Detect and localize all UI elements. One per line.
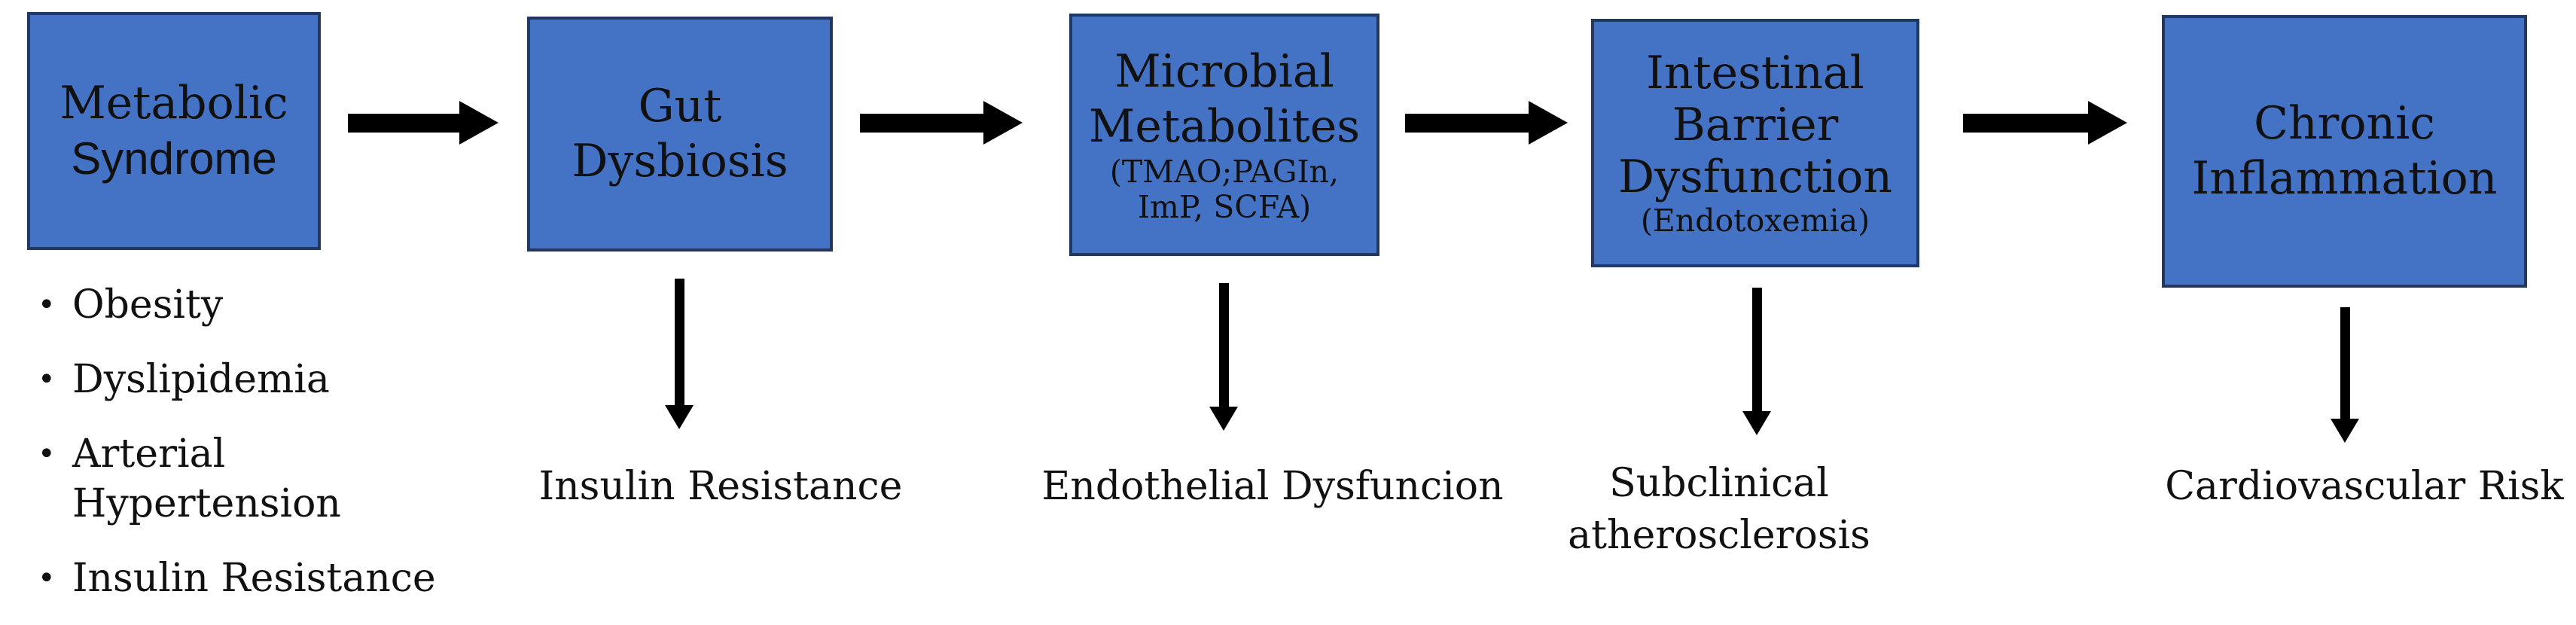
arrow-shaft (1751, 288, 1762, 411)
arrow-shaft (1405, 113, 1529, 133)
arrow-head (459, 101, 498, 145)
list-item: • Insulin Resistance (38, 553, 459, 603)
node-gut-dysbiosis: Gut Dysbiosis (527, 17, 833, 252)
node-title-line: Inflammation (2191, 152, 2498, 205)
list-item: • Dyslipidemia (38, 355, 459, 404)
node-title-line: Intestinal (1646, 46, 1864, 99)
node-metabolic-syndrome: Metabolic Syndrome (27, 12, 321, 250)
arrow-shaft (348, 113, 459, 133)
list-item: • Obesity (38, 280, 459, 330)
node-subtitle-line: ImP, SCFA) (1137, 189, 1312, 226)
arrow-head (2088, 101, 2127, 145)
node-intestinal-barrier-dysfunction: Intestinal Barrier Dysfunction (Endotoxe… (1591, 19, 1919, 267)
node-subtitle-line: (TMAO;PAGIn, (1109, 154, 1340, 191)
arrow-right-icon-4 (1963, 100, 2127, 145)
arrow-head (2331, 419, 2359, 443)
outcome-text: Subclinical (1609, 461, 1829, 506)
risk-factor-list: • Obesity • Dyslipidemia • Arterial Hype… (38, 280, 459, 625)
outcome-text: Cardiovascular Risk (2165, 464, 2564, 509)
arrow-down-icon-4 (2331, 307, 2359, 443)
outcome-label-endothelial-dysfunction: Endothelial Dysfuncion (1041, 461, 1503, 513)
outcome-text: Endothelial Dysfuncion (1041, 464, 1504, 509)
bullet-icon: • (38, 362, 56, 397)
list-item-label: Obesity (72, 282, 224, 328)
node-title-line: Barrier (1672, 98, 1839, 151)
outcome-label-subclinical-atherosclerosis: Subclinical atherosclerosis (1568, 458, 1870, 561)
node-title-line: Chronic (2254, 96, 2435, 150)
node-title-line: Dysbiosis (572, 135, 788, 188)
arrow-shaft (860, 113, 983, 133)
bullet-icon: • (38, 437, 56, 471)
outcome-text: Insulin Resistance (538, 464, 903, 509)
list-item-label: Arterial Hypertension (72, 431, 341, 526)
outcome-label-insulin-resistance: Insulin Resistance (539, 461, 903, 513)
arrow-down-icon-3 (1742, 288, 1771, 435)
list-item-label: Dyslipidemia (72, 357, 330, 402)
bullet-icon: • (38, 561, 56, 596)
node-title-line: Microbial (1114, 44, 1334, 98)
list-item: • Arterial Hypertension (38, 429, 459, 529)
arrow-right-icon-2 (860, 100, 1023, 145)
node-title-line: Dysfunction (1618, 150, 1892, 203)
outcome-text: atherosclerosis (1568, 512, 1870, 558)
arrow-head (1209, 407, 1238, 431)
node-title-line: Syndrome (71, 133, 277, 184)
arrow-shaft (1963, 113, 2088, 133)
node-chronic-inflammation: Chronic Inflammation (2162, 15, 2527, 288)
node-title-line: Metabolites (1088, 99, 1361, 153)
arrow-right-icon-1 (348, 100, 498, 145)
arrow-shaft (1218, 283, 1229, 407)
outcome-label-cardiovascular-risk: Cardiovascular Risk (2165, 461, 2564, 513)
node-microbial-metabolites: Microbial Metabolites (TMAO;PAGIn, ImP, … (1069, 14, 1379, 256)
bullet-icon: • (38, 288, 56, 322)
arrow-right-icon-3 (1405, 100, 1568, 145)
node-title-line: Gut (638, 79, 722, 133)
arrow-down-icon-2 (1209, 283, 1238, 431)
arrow-head (665, 405, 694, 429)
node-title-line: Metabolic (59, 76, 288, 130)
arrow-down-icon-1 (665, 279, 694, 429)
arrow-head (1529, 101, 1568, 145)
list-item-label: Insulin Resistance (72, 556, 436, 601)
arrow-head (983, 101, 1023, 145)
node-subtitle-line: (Endotoxemia) (1640, 202, 1870, 239)
arrow-shaft (2340, 307, 2350, 419)
arrow-head (1742, 411, 1771, 435)
arrow-shaft (674, 279, 684, 405)
